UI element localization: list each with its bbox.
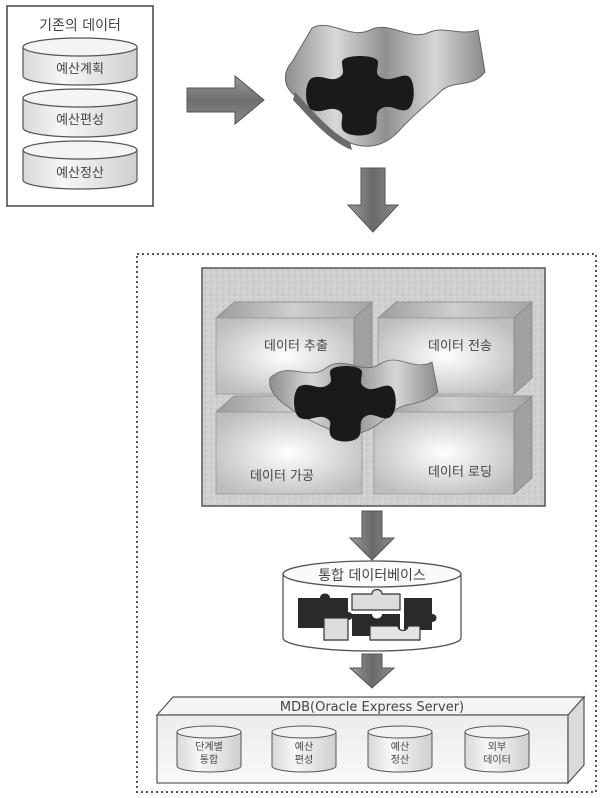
mdb-item-label: 예산 [391, 741, 409, 753]
mdb-item-label: 편성 [295, 754, 313, 766]
cross-hole-icon [294, 366, 396, 442]
load-block: 데이터 로딩 [372, 395, 534, 495]
right-arrow-icon [186, 74, 265, 126]
center-wave-graphic [269, 359, 439, 442]
mdb-item-label: 통합 [200, 754, 218, 766]
integrated-db-cylinder: 통합 데이터베이스 [282, 560, 462, 652]
mdb-item-label: 외부 [488, 741, 506, 753]
cross-hole-icon [306, 56, 414, 136]
etl-process-panel: 데이터 추출 데이터 전송 데이터 가공 데이터 로딩 [201, 267, 546, 507]
extract-block: 데이터 추출 [214, 301, 374, 395]
mdb-cylinder-3: 예산 정산 [367, 725, 433, 773]
mdb-item-label: 예산 [295, 741, 313, 753]
mdb-item-label: 단계별 [195, 741, 223, 753]
mdb-item-label: 데이터 [483, 754, 511, 766]
legacy-item-label: 예산계획 [56, 62, 104, 77]
down-arrow-icon [346, 167, 400, 233]
legacy-cylinder-3: 예산정산 [22, 140, 138, 190]
legacy-cylinder-2: 예산편성 [22, 88, 138, 138]
legacy-item-label: 예산편성 [56, 113, 104, 128]
integrated-db-title: 통합 데이터베이스 [318, 568, 426, 584]
transform-label: 데이터 가공 [250, 469, 314, 484]
extract-label: 데이터 추출 [264, 339, 328, 354]
mdb-box: MDB(Oracle Express Server) 단계별 통합 예산 편성 … [155, 695, 586, 785]
legacy-data-box: 기존의 데이터 예산계획 예산편성 예산정산 [6, 5, 154, 207]
puzzle-pieces-icon [298, 588, 437, 641]
legacy-data-title: 기존의 데이터 [39, 18, 121, 34]
legacy-item-label: 예산정산 [56, 166, 104, 181]
mdb-cylinder-2: 예산 편성 [271, 725, 337, 773]
mdb-cylinder-4: 외부 데이터 [464, 725, 530, 773]
down-arrow-icon [348, 653, 396, 689]
legacy-cylinder-1: 예산계획 [22, 37, 138, 86]
load-label: 데이터 로딩 [428, 465, 492, 480]
wave-sheet-graphic [284, 24, 486, 150]
mdb-title: MDB(Oracle Express Server) [280, 700, 464, 715]
etl-container-border [136, 253, 597, 793]
down-arrow-icon [348, 510, 396, 561]
transfer-label: 데이터 전송 [428, 339, 492, 354]
mdb-cylinder-1: 단계별 통합 [176, 725, 242, 773]
mdb-item-label: 정산 [391, 754, 409, 766]
